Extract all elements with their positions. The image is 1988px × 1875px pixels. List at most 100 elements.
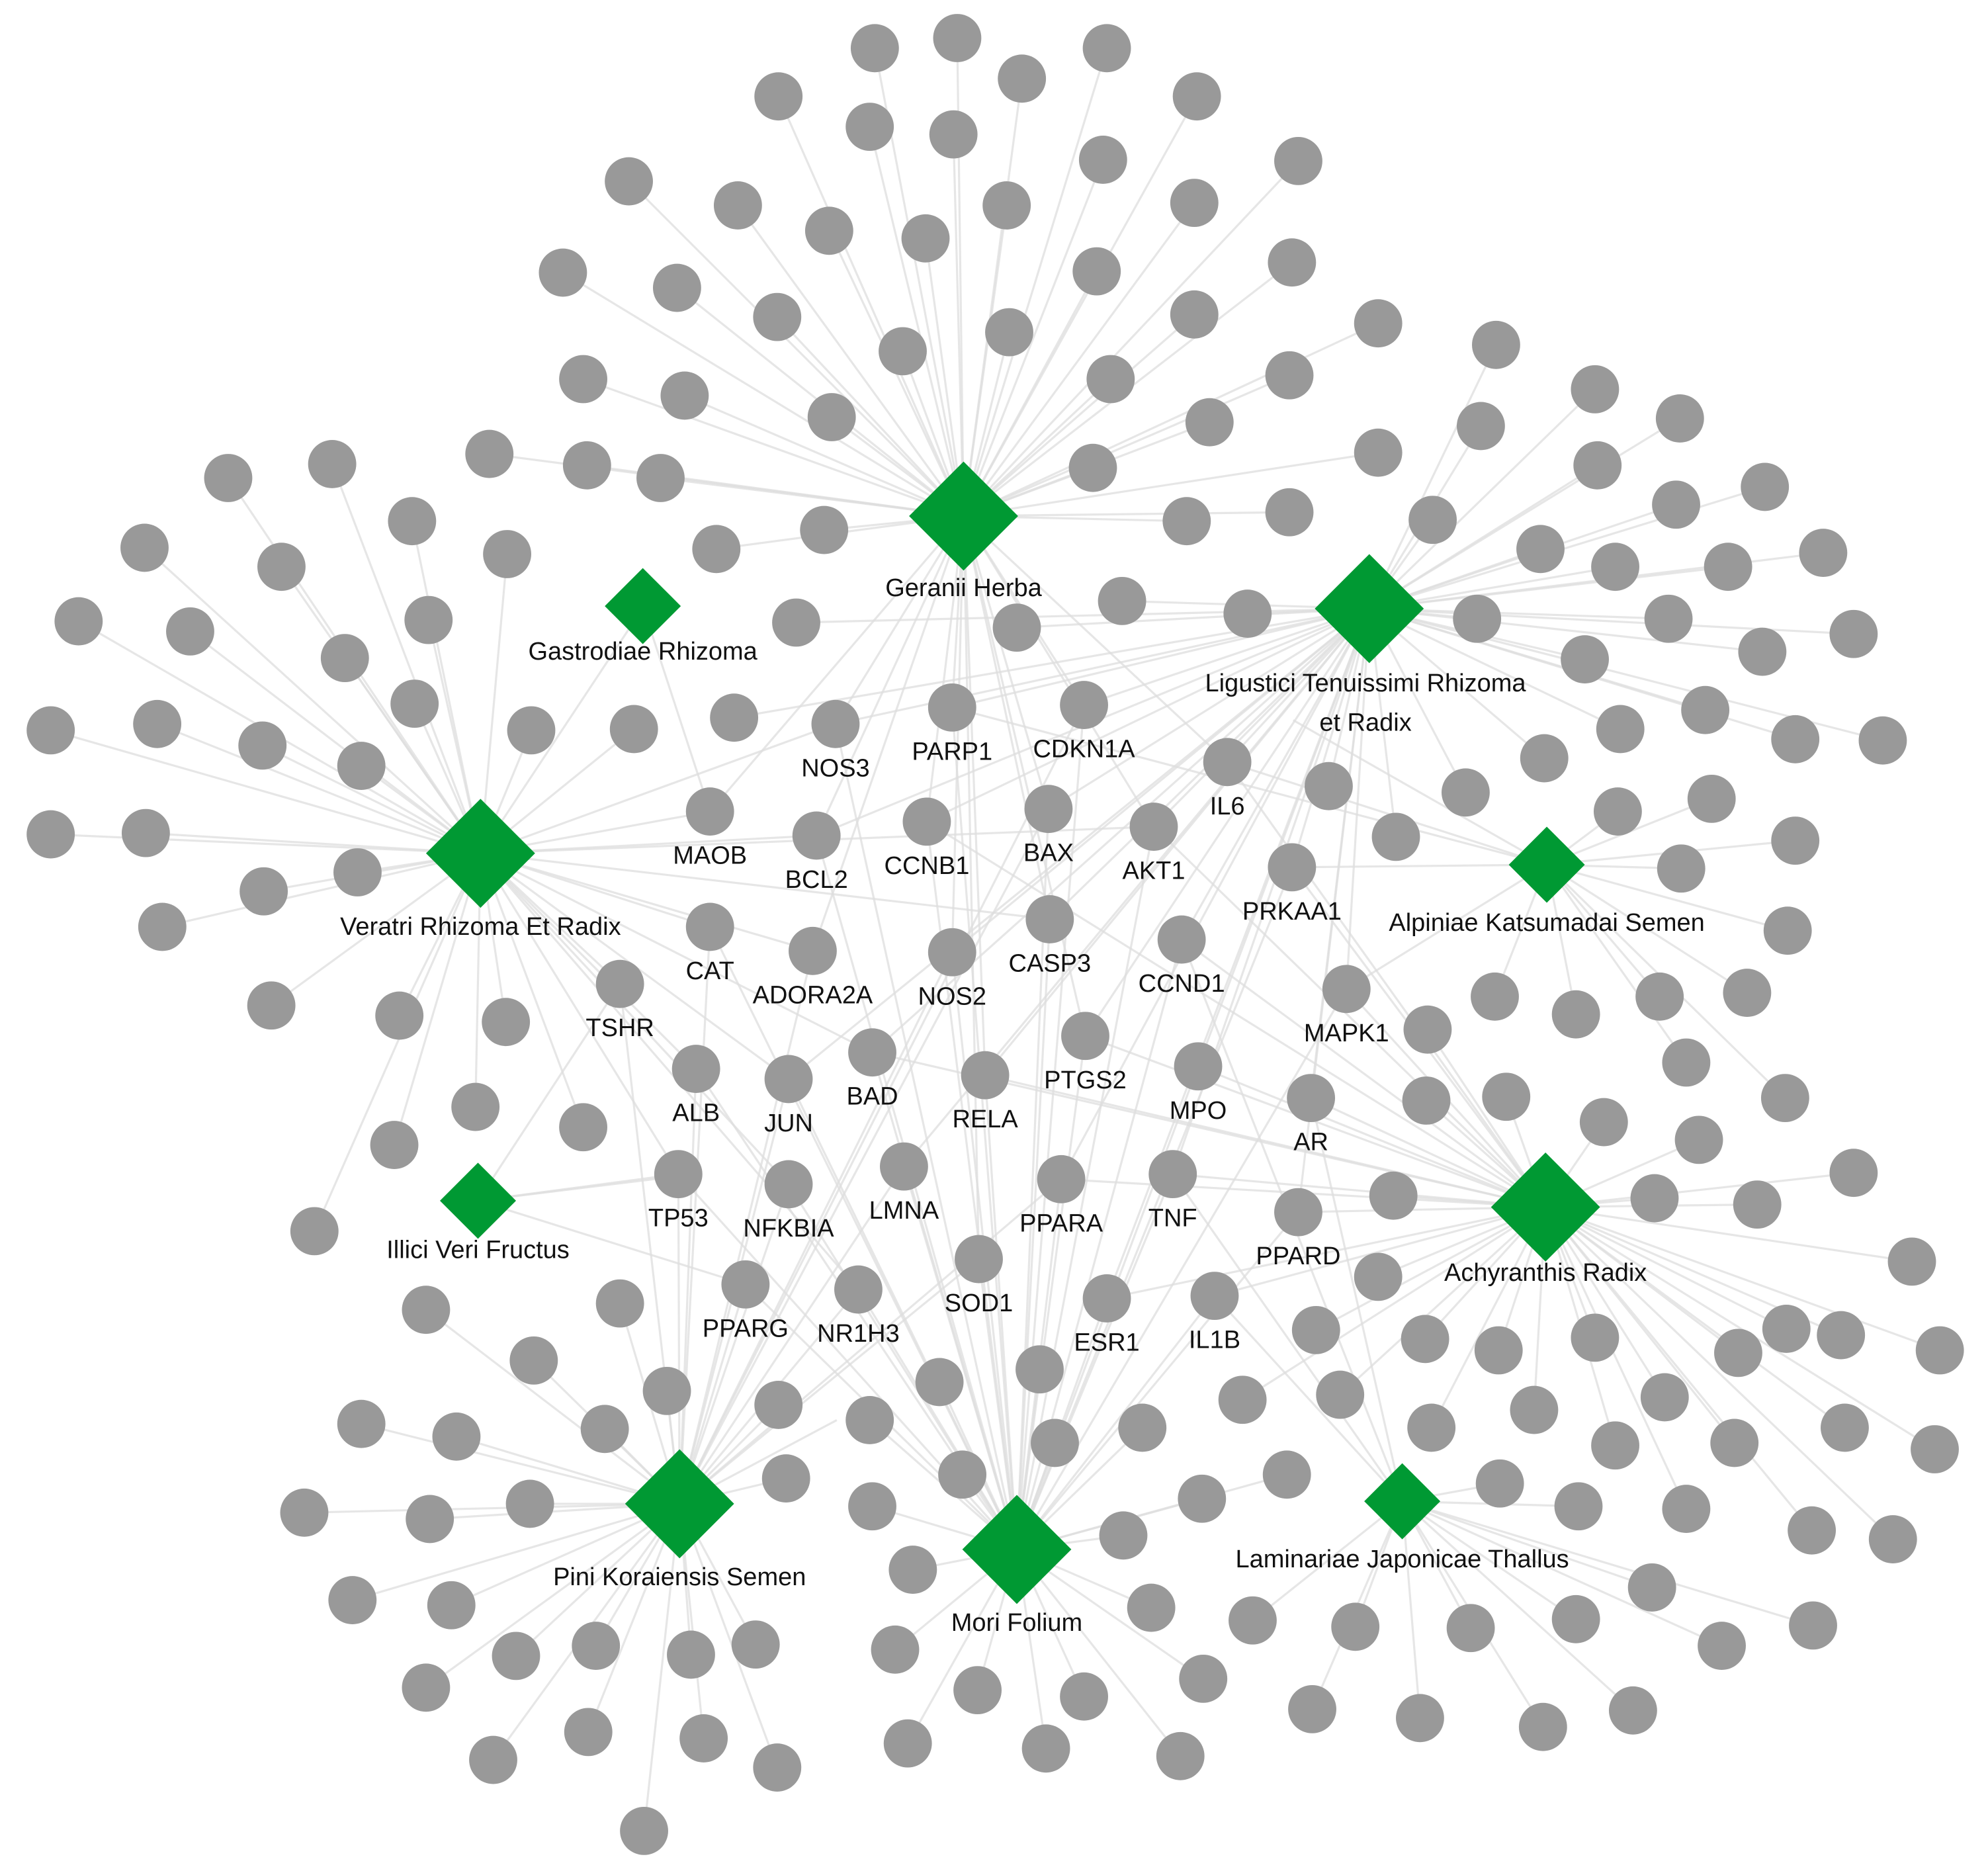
- edge: [1346, 863, 1547, 990]
- target-node-ar: [1287, 1074, 1336, 1123]
- edge: [477, 983, 621, 1201]
- compound-node: [1591, 543, 1639, 591]
- edge: [679, 1178, 1062, 1505]
- target-node-nr1h3: [834, 1265, 883, 1314]
- edge: [1546, 863, 1788, 932]
- edge: [963, 160, 1299, 517]
- compound-node: [1068, 443, 1117, 492]
- edge: [479, 853, 585, 1128]
- compound-node: [427, 1581, 476, 1630]
- edge: [425, 1503, 681, 1689]
- target-label-ppard: PPARD: [1256, 1243, 1340, 1270]
- compound-node: [469, 1735, 517, 1784]
- edge: [962, 48, 1108, 517]
- edge: [343, 657, 482, 854]
- edge: [583, 378, 965, 517]
- edge: [480, 605, 645, 854]
- edge: [1226, 761, 1547, 1208]
- edge: [1016, 1295, 1216, 1550]
- compound-node: [1551, 990, 1600, 1039]
- compound-node: [320, 634, 369, 683]
- compound-node: [290, 1207, 339, 1256]
- target-label-nr1h3: NR1H3: [817, 1320, 900, 1348]
- compound-node: [564, 1708, 613, 1757]
- edge: [479, 852, 679, 1175]
- target-label-ccnd1: CCND1: [1139, 970, 1225, 998]
- target-label-ccnb1: CCNB1: [885, 852, 970, 880]
- target-label-prkaa1: PRKAA1: [1242, 898, 1342, 926]
- edge: [619, 983, 681, 1504]
- edge: [1310, 1097, 1546, 1208]
- edge: [480, 852, 813, 952]
- edge: [1369, 607, 1621, 730]
- compound-node: [370, 1121, 419, 1169]
- edge: [480, 852, 790, 1186]
- compound-node: [938, 1450, 987, 1499]
- edge: [869, 126, 965, 517]
- compound-node: [482, 998, 531, 1047]
- target-node-bax: [1024, 785, 1073, 834]
- edge: [678, 950, 814, 1504]
- edge: [984, 1075, 1018, 1550]
- compound-node: [1662, 1485, 1711, 1533]
- compound-node: [402, 1286, 451, 1334]
- herb-label-ligustici-tenuissimi-rhizoma-et-radix-line2: et Radix: [1319, 709, 1411, 736]
- compound-node: [1471, 972, 1519, 1021]
- target-node-parp1: [928, 683, 976, 732]
- target-label-nos2: NOS2: [918, 982, 986, 1010]
- compound-node: [1608, 1686, 1657, 1735]
- edge: [1368, 464, 1598, 610]
- compound-node: [239, 867, 288, 916]
- compound-node: [257, 543, 306, 591]
- compound-node: [1821, 1403, 1869, 1452]
- compound-node: [692, 525, 741, 574]
- compound-node: [1442, 768, 1490, 817]
- edge: [1545, 1206, 1936, 1450]
- compound-node: [667, 1630, 715, 1679]
- compound-node: [761, 1454, 810, 1503]
- compound-node: [1738, 627, 1787, 676]
- target-node-sod1: [955, 1235, 1003, 1284]
- compound-node: [406, 1495, 454, 1544]
- edge: [1227, 761, 1547, 866]
- herb-label-gastrodiae-rhizoma: Gastrodiae Rhizoma: [528, 638, 757, 666]
- compound-node: [804, 206, 853, 255]
- compound-node: [1078, 136, 1127, 184]
- compound-node: [754, 1381, 803, 1429]
- compound-node: [1371, 812, 1420, 861]
- compound-node: [1635, 972, 1684, 1021]
- edge: [1016, 607, 1369, 629]
- compound-node: [133, 699, 182, 748]
- edge: [963, 451, 1379, 517]
- compound-node: [337, 1399, 386, 1448]
- edge: [1084, 607, 1370, 707]
- herb-node-mori-folium: [962, 1495, 1072, 1604]
- edge: [271, 852, 482, 1007]
- target-node-rela: [961, 1051, 1010, 1100]
- edge: [678, 1068, 697, 1504]
- edge: [1545, 1205, 1940, 1352]
- compound-node: [559, 355, 607, 404]
- compound-node: [483, 530, 531, 578]
- compound-node: [1156, 1731, 1205, 1780]
- edge: [1291, 608, 1371, 868]
- edge: [1401, 1501, 1422, 1718]
- edge: [1016, 1174, 1174, 1550]
- compound-node: [1858, 716, 1907, 765]
- edge: [709, 515, 965, 812]
- target-node-prkaa1: [1268, 843, 1317, 892]
- compound-node: [1316, 1370, 1365, 1419]
- herb-node-alpiniae-katsumadai-semen: [1508, 826, 1585, 903]
- compound-node: [850, 24, 899, 73]
- edge: [1310, 1098, 1404, 1502]
- compound-node: [121, 808, 170, 857]
- target-node-tshr: [595, 959, 644, 1008]
- compound-node: [605, 157, 653, 206]
- edge: [951, 707, 1018, 1550]
- compound-node: [754, 72, 803, 121]
- herb-node-geranii-herba: [909, 461, 1018, 571]
- edge: [1152, 826, 1547, 1208]
- target-label-akt1: AKT1: [1122, 857, 1185, 885]
- edge: [871, 607, 1370, 1053]
- compound-node: [1060, 1672, 1108, 1721]
